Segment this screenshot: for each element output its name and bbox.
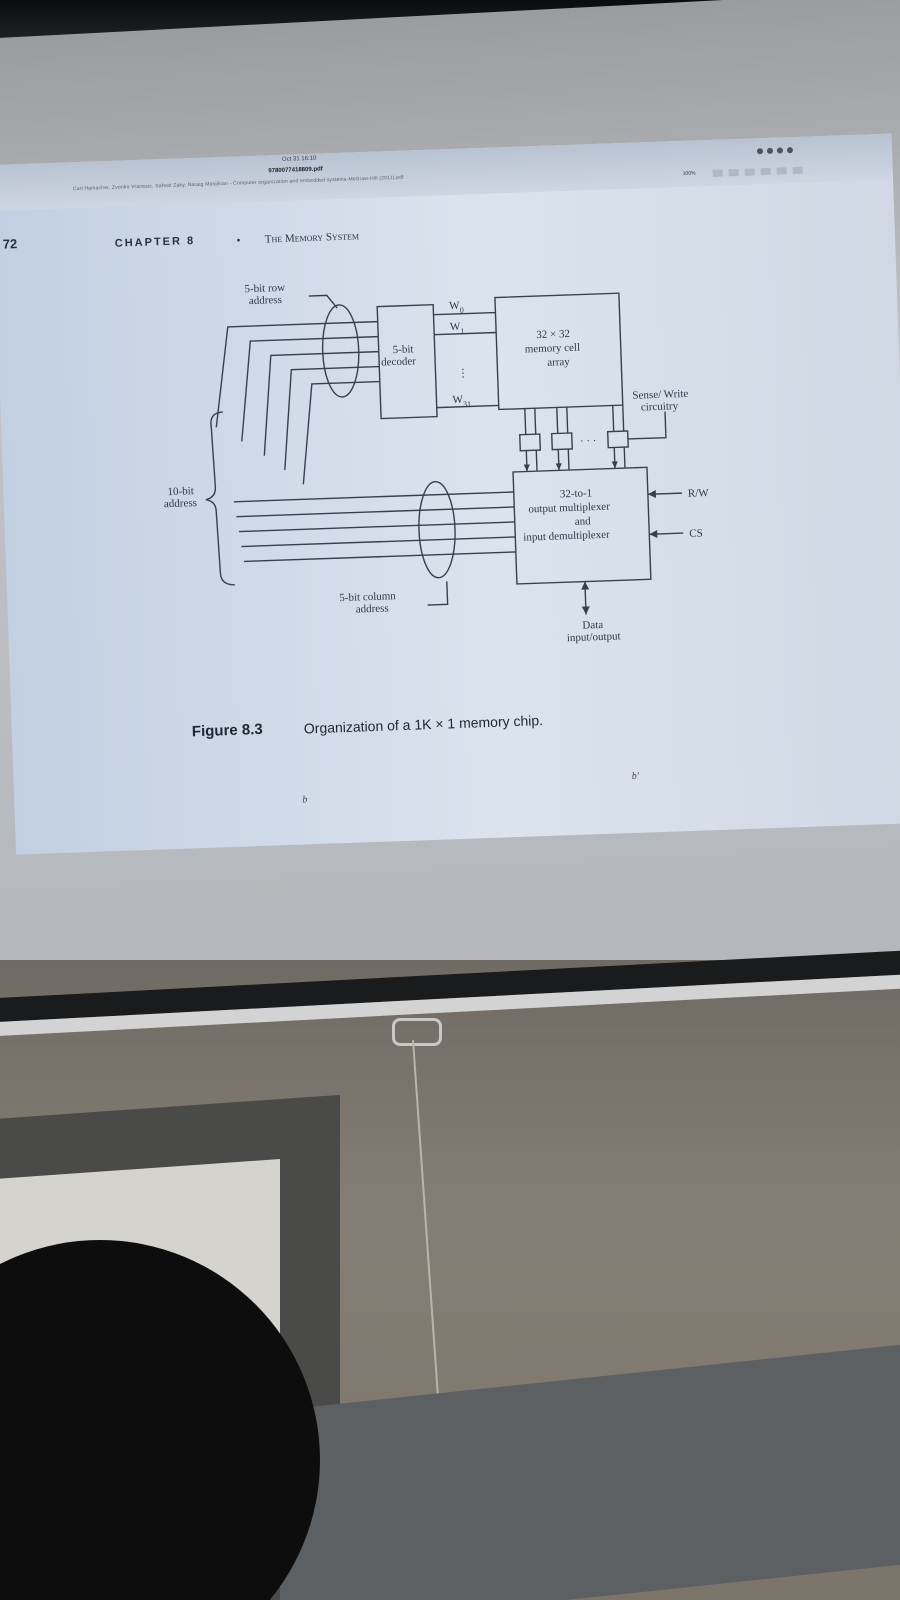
decoder-label-1: 5-bit bbox=[392, 343, 413, 356]
column-address-label-2: address bbox=[356, 602, 389, 615]
sense-amps-ellipsis: · · · bbox=[580, 435, 597, 448]
memory-chip-diagram: 5-bit row address 5-bit decoder W0 W1 ⋮ … bbox=[164, 282, 710, 644]
address-label-2: address bbox=[164, 497, 197, 510]
marker-b-prime: b′ bbox=[631, 770, 640, 783]
word-line-0-label: W0 bbox=[449, 300, 464, 315]
diagram-arrowheads bbox=[523, 461, 658, 615]
row-address-label-1: 5-bit row bbox=[244, 282, 285, 295]
mux-label-2: output multiplexer bbox=[528, 501, 610, 516]
array-label-3: array bbox=[547, 356, 570, 369]
diagram-lines bbox=[205, 292, 684, 615]
cs-label: CS bbox=[689, 527, 703, 539]
projected-slide: Oct 31 16:10 9780077418809.pdf Carl Hama… bbox=[0, 133, 900, 855]
row-address-label-2: address bbox=[249, 294, 282, 307]
marker-b: b bbox=[302, 794, 308, 806]
address-label-1: 10-bit bbox=[167, 485, 194, 498]
rw-label: R/W bbox=[688, 487, 710, 500]
array-label-1: 32 × 32 bbox=[536, 328, 570, 341]
mux-label-1: 32-to-1 bbox=[560, 487, 593, 500]
mux-label-4: input demultiplexer bbox=[523, 529, 610, 544]
figure-number: Figure 8.3 bbox=[191, 720, 264, 741]
word-line-1-label: W1 bbox=[450, 321, 465, 336]
column-address-label-1: 5-bit column bbox=[339, 590, 396, 604]
word-lines-ellipsis: ⋮ bbox=[457, 367, 468, 379]
word-line-31-label: W31 bbox=[452, 393, 471, 409]
data-label-1: Data bbox=[582, 619, 603, 632]
screen-pull-clip bbox=[392, 1018, 442, 1046]
sense-write-label-2: circuitry bbox=[641, 400, 679, 413]
decoder-label-2: decoder bbox=[381, 355, 417, 368]
sense-write-label-1: Sense/ Write bbox=[632, 388, 688, 402]
mux-label-3: and bbox=[575, 515, 592, 528]
data-label-2: input/output bbox=[567, 630, 621, 644]
array-label-2: memory cell bbox=[525, 342, 581, 356]
